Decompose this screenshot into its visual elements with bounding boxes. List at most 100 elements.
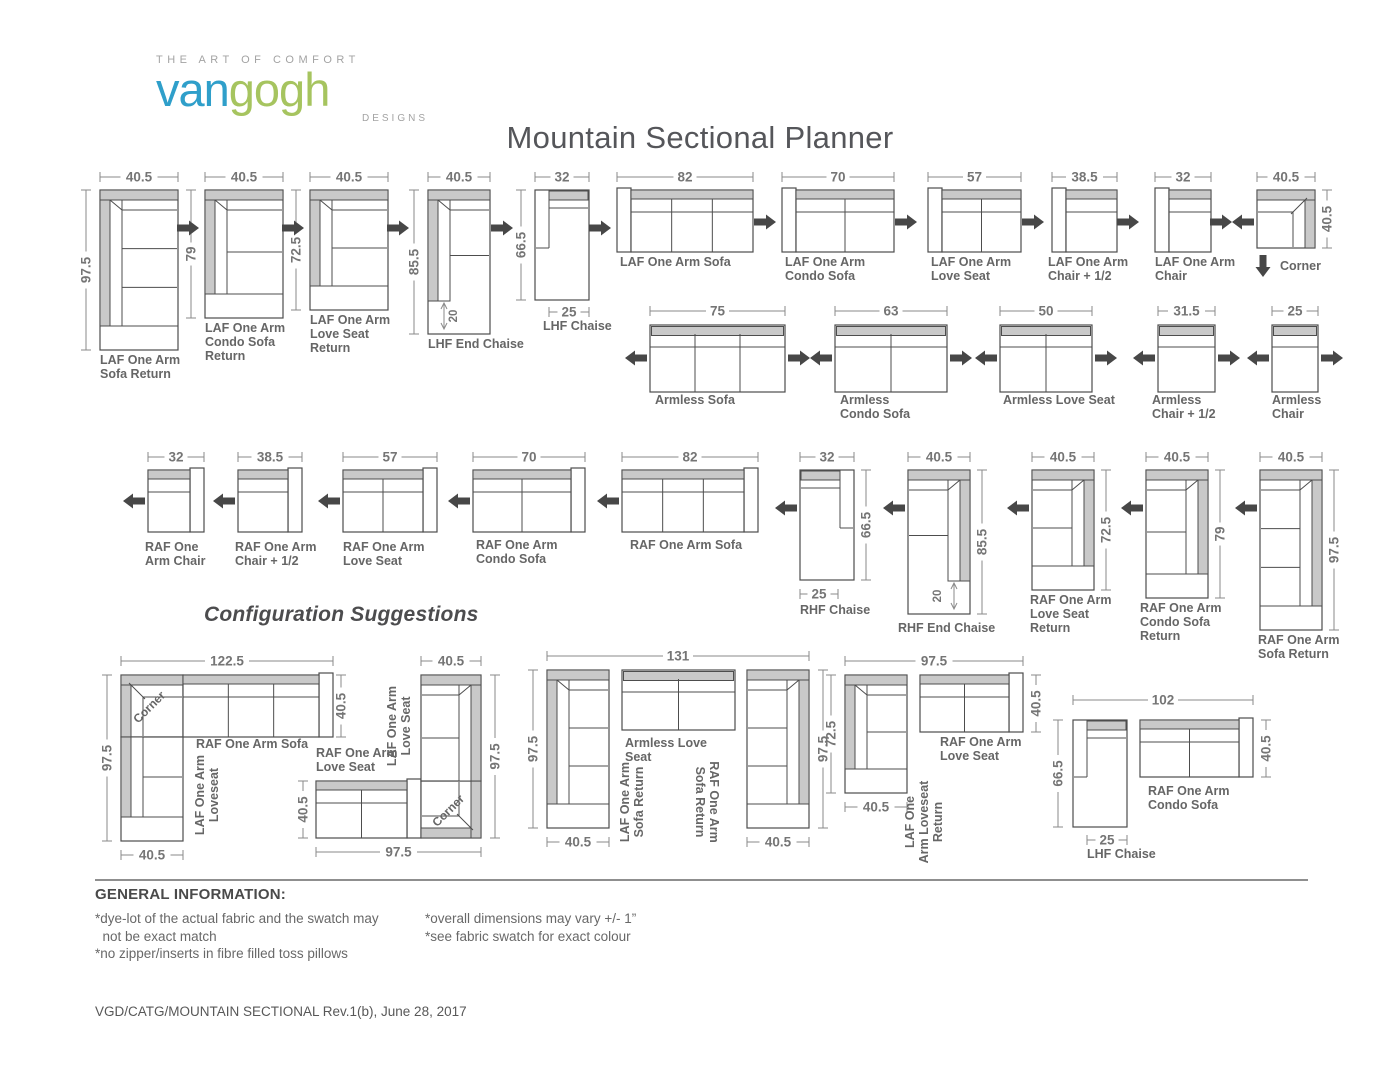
svg-text:50: 50 — [1038, 304, 1053, 319]
svg-text:79: 79 — [1213, 526, 1228, 541]
svg-text:40.5: 40.5 — [863, 800, 890, 815]
dimension-25: 25 — [548, 305, 590, 320]
connection-arrow — [810, 350, 832, 366]
svg-text:40.5: 40.5 — [1320, 205, 1335, 232]
svg-text:LAF One Arm: LAF One Arm — [100, 353, 180, 367]
svg-text:Corner: Corner — [1280, 259, 1321, 273]
dimension-40.5: 40.5 — [546, 835, 610, 850]
armless-chair-plus-half — [1157, 324, 1216, 393]
note-line: *dye-lot of the actual fabric and the sw… — [95, 911, 379, 926]
dimension-72.5: 72.5 — [1099, 469, 1114, 591]
svg-text:31.5: 31.5 — [1173, 304, 1200, 319]
connection-arrow — [788, 350, 810, 366]
dimension-32: 32 — [534, 170, 590, 185]
svg-text:Arm Chair: Arm Chair — [145, 554, 206, 568]
lhf-chaise — [534, 189, 590, 301]
dimension-102: 102 — [1072, 693, 1254, 708]
cfg2-corner: Corner — [420, 780, 482, 839]
dimension-66.5: 66.5 — [1051, 719, 1066, 828]
svg-text:72.5: 72.5 — [824, 720, 839, 747]
svg-text:LHF Chaise: LHF Chaise — [1087, 847, 1156, 861]
svg-text:66.5: 66.5 — [859, 511, 874, 538]
dimension-72.5: 72.5 — [824, 674, 839, 794]
raf-one-arm-sofa — [621, 467, 759, 533]
svg-text:40.5: 40.5 — [765, 835, 792, 850]
dimension-40.5: 40.5 — [746, 835, 810, 850]
svg-text:Return: Return — [931, 802, 945, 842]
dimension-66.5: 66.5 — [514, 189, 529, 301]
laf-one-arm-sofa — [616, 187, 754, 253]
svg-text:40.5: 40.5 — [139, 848, 166, 863]
dimension-85.5: 85.5 — [975, 469, 990, 615]
piece-label: RHF End Chaise — [898, 621, 995, 635]
svg-text:Return: Return — [205, 349, 245, 363]
dimension-72.5: 72.5 — [289, 189, 304, 311]
cfg1-laf-one-arm-loveseat — [120, 736, 184, 842]
svg-text:25: 25 — [1099, 833, 1115, 848]
rhf-end-chaise: 20 — [907, 469, 971, 615]
svg-text:RAF One Arm Sofa: RAF One Arm Sofa — [196, 737, 309, 751]
connection-arrow — [754, 214, 776, 230]
cfg1-raf-one-arm-sofa — [182, 672, 334, 738]
svg-text:32: 32 — [819, 450, 834, 465]
svg-text:Loveseat: Loveseat — [207, 767, 221, 822]
svg-text:Chair: Chair — [1155, 269, 1187, 283]
svg-text:RAF One Arm: RAF One Arm — [707, 761, 721, 843]
corner-piece — [1256, 189, 1316, 249]
piece-label: LAF One Arm Sofa — [620, 255, 732, 269]
divider-line — [95, 879, 1308, 881]
dimension-38.5: 38.5 — [1051, 170, 1118, 185]
svg-text:122.5: 122.5 — [210, 654, 244, 669]
dimension-97.5: 97.5 — [100, 674, 115, 842]
svg-text:Love Seat: Love Seat — [931, 269, 991, 283]
svg-text:38.5: 38.5 — [1071, 170, 1098, 185]
dimension-40.5: 40.5 — [1256, 170, 1316, 185]
svg-text:85.5: 85.5 — [975, 528, 990, 555]
raf-one-arm-condo-sofa — [472, 467, 586, 533]
cfg2-laf-one-arm-love-seat — [420, 674, 482, 782]
document-reference: VGD/CATG/MOUNTAIN SECTIONAL Rev.1(b), Ju… — [95, 1004, 467, 1019]
laf-one-arm-love-seat-return — [309, 189, 389, 311]
cfg5-lhf-chaise — [1072, 719, 1128, 828]
piece-label: LHF Chaise — [1087, 847, 1156, 861]
svg-text:97.5: 97.5 — [1327, 536, 1342, 563]
svg-text:40.5: 40.5 — [296, 796, 311, 823]
svg-text:Love Seat: Love Seat — [1030, 607, 1090, 621]
svg-text:Condo Sofa: Condo Sofa — [205, 335, 276, 349]
svg-text:97.5: 97.5 — [526, 735, 541, 762]
svg-text:40.5: 40.5 — [1278, 450, 1305, 465]
svg-text:RAF One Arm: RAF One Arm — [1140, 601, 1222, 615]
connection-arrow — [1007, 500, 1029, 516]
svg-text:131: 131 — [667, 649, 690, 664]
dimension-40.5: 40.5 — [1145, 450, 1209, 465]
svg-text:40.5: 40.5 — [565, 835, 592, 850]
connection-arrow — [1232, 214, 1254, 230]
svg-text:LAF One Arm: LAF One Arm — [310, 313, 390, 327]
svg-text:Condo Sofa: Condo Sofa — [476, 552, 547, 566]
dimension-131: 131 — [546, 649, 810, 664]
connection-arrow — [1121, 500, 1143, 516]
cfg3-raf-one-arm-sofa-return — [746, 669, 810, 829]
logo-designs: DESIGNS — [362, 113, 429, 124]
connection-arrow — [1218, 350, 1240, 366]
connection-arrow — [1210, 214, 1232, 230]
connection-arrow — [883, 500, 905, 516]
connection-arrow — [1255, 255, 1271, 277]
connection-arrow — [895, 214, 917, 230]
general-info-right: *overall dimensions may vary +/- 1”*see … — [425, 910, 636, 945]
dimension-32: 32 — [799, 450, 855, 465]
brand-logo: THE ART OF COMFORT vangogh DESIGNS — [156, 54, 425, 124]
svg-text:LAF One Arm: LAF One Arm — [785, 255, 865, 269]
svg-text:RAF One Arm: RAF One Arm — [235, 540, 317, 554]
svg-text:Armless: Armless — [1152, 393, 1201, 407]
svg-text:97.5: 97.5 — [488, 743, 503, 770]
svg-text:RAF One Arm: RAF One Arm — [1258, 633, 1340, 647]
